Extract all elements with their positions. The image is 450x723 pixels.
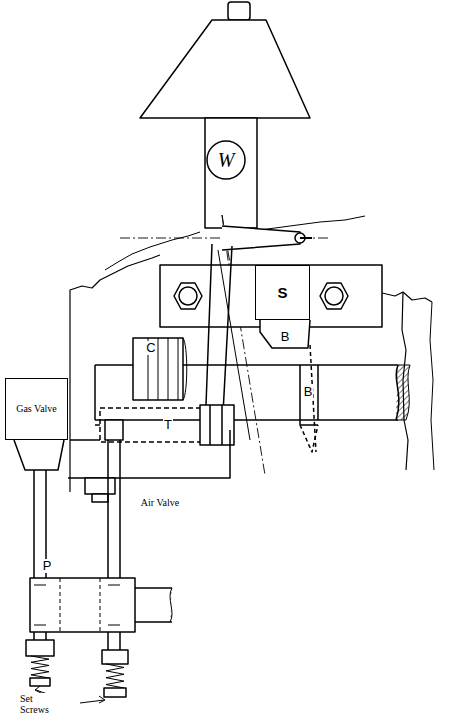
part-name: S (277, 284, 287, 301)
part-letter: C (145, 341, 156, 355)
part-letter: P (42, 559, 53, 573)
slide-block: S (255, 265, 310, 320)
weight-ball: W (206, 140, 246, 180)
part-letter: B (280, 330, 291, 344)
spring-coil (106, 664, 124, 688)
part-name: Set Screws (19, 693, 65, 715)
part-name: Air Valve (140, 497, 180, 508)
spring-coil (31, 656, 49, 678)
part-letter: B (303, 385, 314, 399)
part-name: Gas Valve (16, 403, 58, 415)
part-name: W (218, 149, 235, 172)
gas-valve-box: Gas Valve (5, 378, 68, 440)
part-letter: T (163, 418, 173, 432)
